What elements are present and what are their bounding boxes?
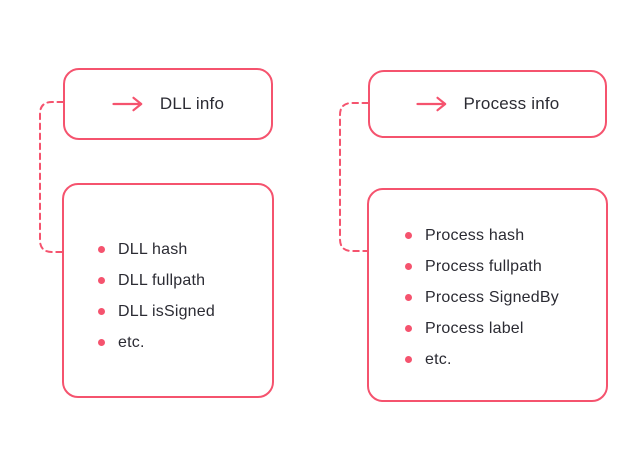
process-details-list: Process hash Process fullpath Process Si…	[405, 220, 596, 375]
list-item-label: Process hash	[425, 226, 525, 244]
bullet-dot-icon	[405, 325, 412, 332]
list-item: Process SignedBy	[405, 282, 596, 313]
bullet-dot-icon	[405, 232, 412, 239]
process-details-box: Process hash Process fullpath Process Si…	[367, 188, 608, 402]
bullet-dot-icon	[98, 339, 105, 346]
list-item-label: Process fullpath	[425, 257, 543, 275]
list-item: DLL fullpath	[98, 265, 262, 296]
list-item: etc.	[98, 327, 262, 358]
list-item-label: DLL isSigned	[118, 302, 215, 320]
list-item-label: etc.	[425, 350, 452, 368]
list-item: DLL isSigned	[98, 296, 262, 327]
box-title: Process info	[463, 94, 560, 113]
list-item-label: Process label	[425, 319, 524, 337]
list-item-label: DLL hash	[118, 240, 188, 258]
bullet-dot-icon	[405, 356, 412, 363]
box-title: DLL info	[159, 94, 225, 113]
bullet-dot-icon	[405, 263, 412, 270]
list-item-label: etc.	[118, 333, 145, 351]
list-item: Process fullpath	[405, 251, 596, 282]
process-info-title-box: Process info	[368, 70, 607, 138]
dll-details-list: DLL hash DLL fullpath DLL isSigned etc.	[98, 234, 262, 358]
list-item: Process label	[405, 313, 596, 344]
list-item-label: DLL fullpath	[118, 271, 206, 289]
right-arrow-icon	[415, 96, 446, 112]
bullet-dot-icon	[405, 294, 412, 301]
right-connector-line	[339, 102, 369, 252]
list-item: DLL hash	[98, 234, 262, 265]
list-item: etc.	[405, 344, 596, 375]
dll-details-box: DLL hash DLL fullpath DLL isSigned etc.	[62, 183, 274, 398]
list-item-label: Process SignedBy	[425, 288, 559, 306]
list-item: Process hash	[405, 220, 596, 251]
right-arrow-icon	[112, 96, 143, 112]
left-connector-line	[39, 101, 64, 253]
dll-info-title-box: DLL info	[63, 68, 273, 140]
bullet-dot-icon	[98, 277, 105, 284]
bullet-dot-icon	[98, 308, 105, 315]
bullet-dot-icon	[98, 246, 105, 253]
